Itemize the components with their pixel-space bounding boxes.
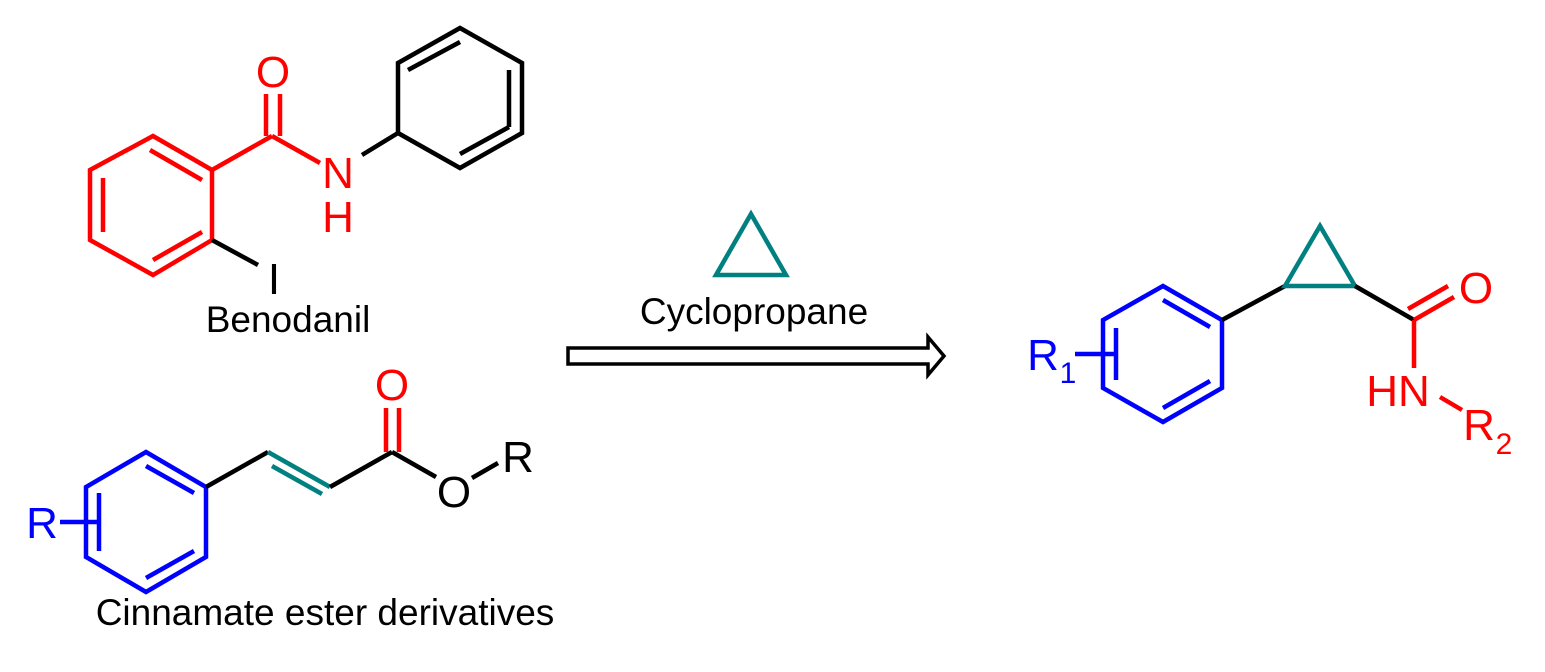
product-cyclopropane-icon [1281,221,1359,289]
product-r2-label: R [1463,401,1495,450]
alkene-bond-b [270,464,324,496]
product-aryl-ring [1100,283,1225,425]
ring-to-iodine-bond [210,238,260,267]
cinnamate-carbonyl-oxygen-label: O [375,361,409,410]
carbonyl-to-ester-oxygen-bond [390,450,438,479]
amide-carbonyl-bond-b [1406,284,1450,311]
cinnamate-aryl-ring [83,449,209,595]
carbonyl-to-nitrogen-bond [270,134,322,165]
product-r1-label: R [1027,331,1059,380]
cinnamate-structure: R O O R Cinnamate ester derivatives [26,361,554,633]
product-structure: R 1 O HN R 2 [1027,221,1513,461]
benodanil-benzoyl-ring [87,133,215,278]
nitrogen-to-r2-bond [1438,395,1464,412]
benodanil-structure: O N H I Benodanil [87,25,525,340]
reagent-label: Cyclopropane [640,291,868,332]
ring-to-carbonyl-bond [210,134,274,172]
product-hn-label: HN [1366,367,1430,416]
nitrogen-to-phenyl-bond [360,131,400,157]
benodanil-hydrogen-label: H [322,193,354,242]
cinnamate-caption: Cinnamate ester derivatives [96,592,555,633]
ring-to-alkene-bond [204,450,270,489]
product-r1-subscript: 1 [1060,357,1077,390]
ring-to-cyclopropane-bond [1220,284,1287,322]
benodanil-iodine-label: I [268,255,280,304]
open-arrow-right-icon [566,332,947,380]
cyclopropane-triangle-icon [712,209,790,278]
alkene-bond-a [266,450,332,489]
benodanil-oxygen-label: O [256,48,290,97]
product-r2-subscript: 2 [1496,428,1513,461]
alkene-to-carbonyl-bond [328,450,394,489]
cinnamate-ester-oxygen-label: O [437,468,471,517]
benodanil-nitrogen-label: N [322,149,354,198]
cinnamate-r-ester-label: R [502,433,534,482]
cinnamate-r-ring-label: R [26,499,58,548]
benodanil-caption: Benodanil [206,299,371,340]
ester-oxygen-to-r-bond [470,461,500,480]
benodanil-phenyl-ring [395,25,525,171]
reagent-group: Cyclopropane [566,209,947,380]
cyclopropane-to-amide-bond [1353,284,1416,322]
amide-carbonyl-bond-a [1412,295,1456,322]
product-oxygen-label: O [1459,264,1493,313]
